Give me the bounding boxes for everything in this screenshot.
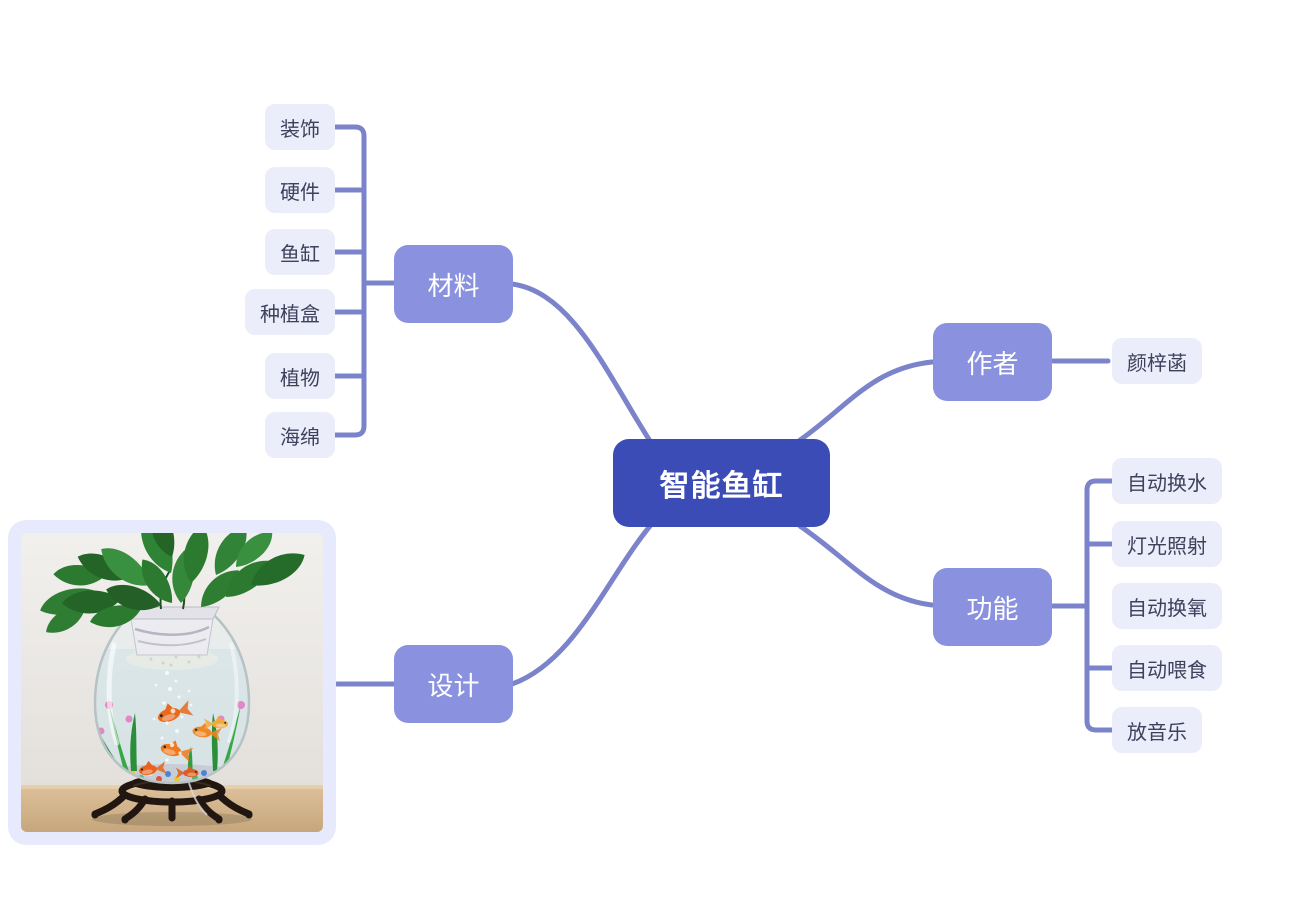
leaf-node-planting-box[interactable]: 种植盒: [245, 289, 335, 335]
leaf-node-fish-tank[interactable]: 鱼缸: [265, 229, 335, 275]
leaf-node-auto-oxygen[interactable]: 自动换氧: [1112, 583, 1222, 629]
leaf-node-hardware[interactable]: 硬件: [265, 167, 335, 213]
connector-root-design: [509, 523, 653, 687]
connector-functions-children: [1048, 478, 1115, 733]
root-node-smart-fish-tank[interactable]: 智能鱼缸: [613, 439, 830, 527]
leaf-node-decoration[interactable]: 装饰: [265, 104, 335, 150]
fish-tank-photo-image: [21, 533, 323, 832]
leaf-node-plant[interactable]: 植物: [265, 353, 335, 399]
branch-node-functions[interactable]: 功能: [933, 568, 1052, 646]
connector-root-functions: [797, 523, 935, 608]
branch-node-design[interactable]: 设计: [394, 645, 513, 723]
connector-materials-children: [332, 124, 397, 438]
branch-node-materials[interactable]: 材料: [394, 245, 513, 323]
fish-tank-photo[interactable]: [8, 520, 336, 845]
branch-node-author[interactable]: 作者: [933, 323, 1052, 401]
leaf-node-play-music[interactable]: 放音乐: [1112, 707, 1202, 753]
leaf-node-auto-water-change[interactable]: 自动换水: [1112, 458, 1222, 504]
connector-root-author: [797, 359, 935, 443]
leaf-node-lighting[interactable]: 灯光照射: [1112, 521, 1222, 567]
leaf-node-sponge[interactable]: 海绵: [265, 412, 335, 458]
connector-root-materials: [509, 281, 653, 444]
leaf-node-auto-feeding[interactable]: 自动喂食: [1112, 645, 1222, 691]
leaf-node-author-name[interactable]: 颜梓菡: [1112, 338, 1202, 384]
